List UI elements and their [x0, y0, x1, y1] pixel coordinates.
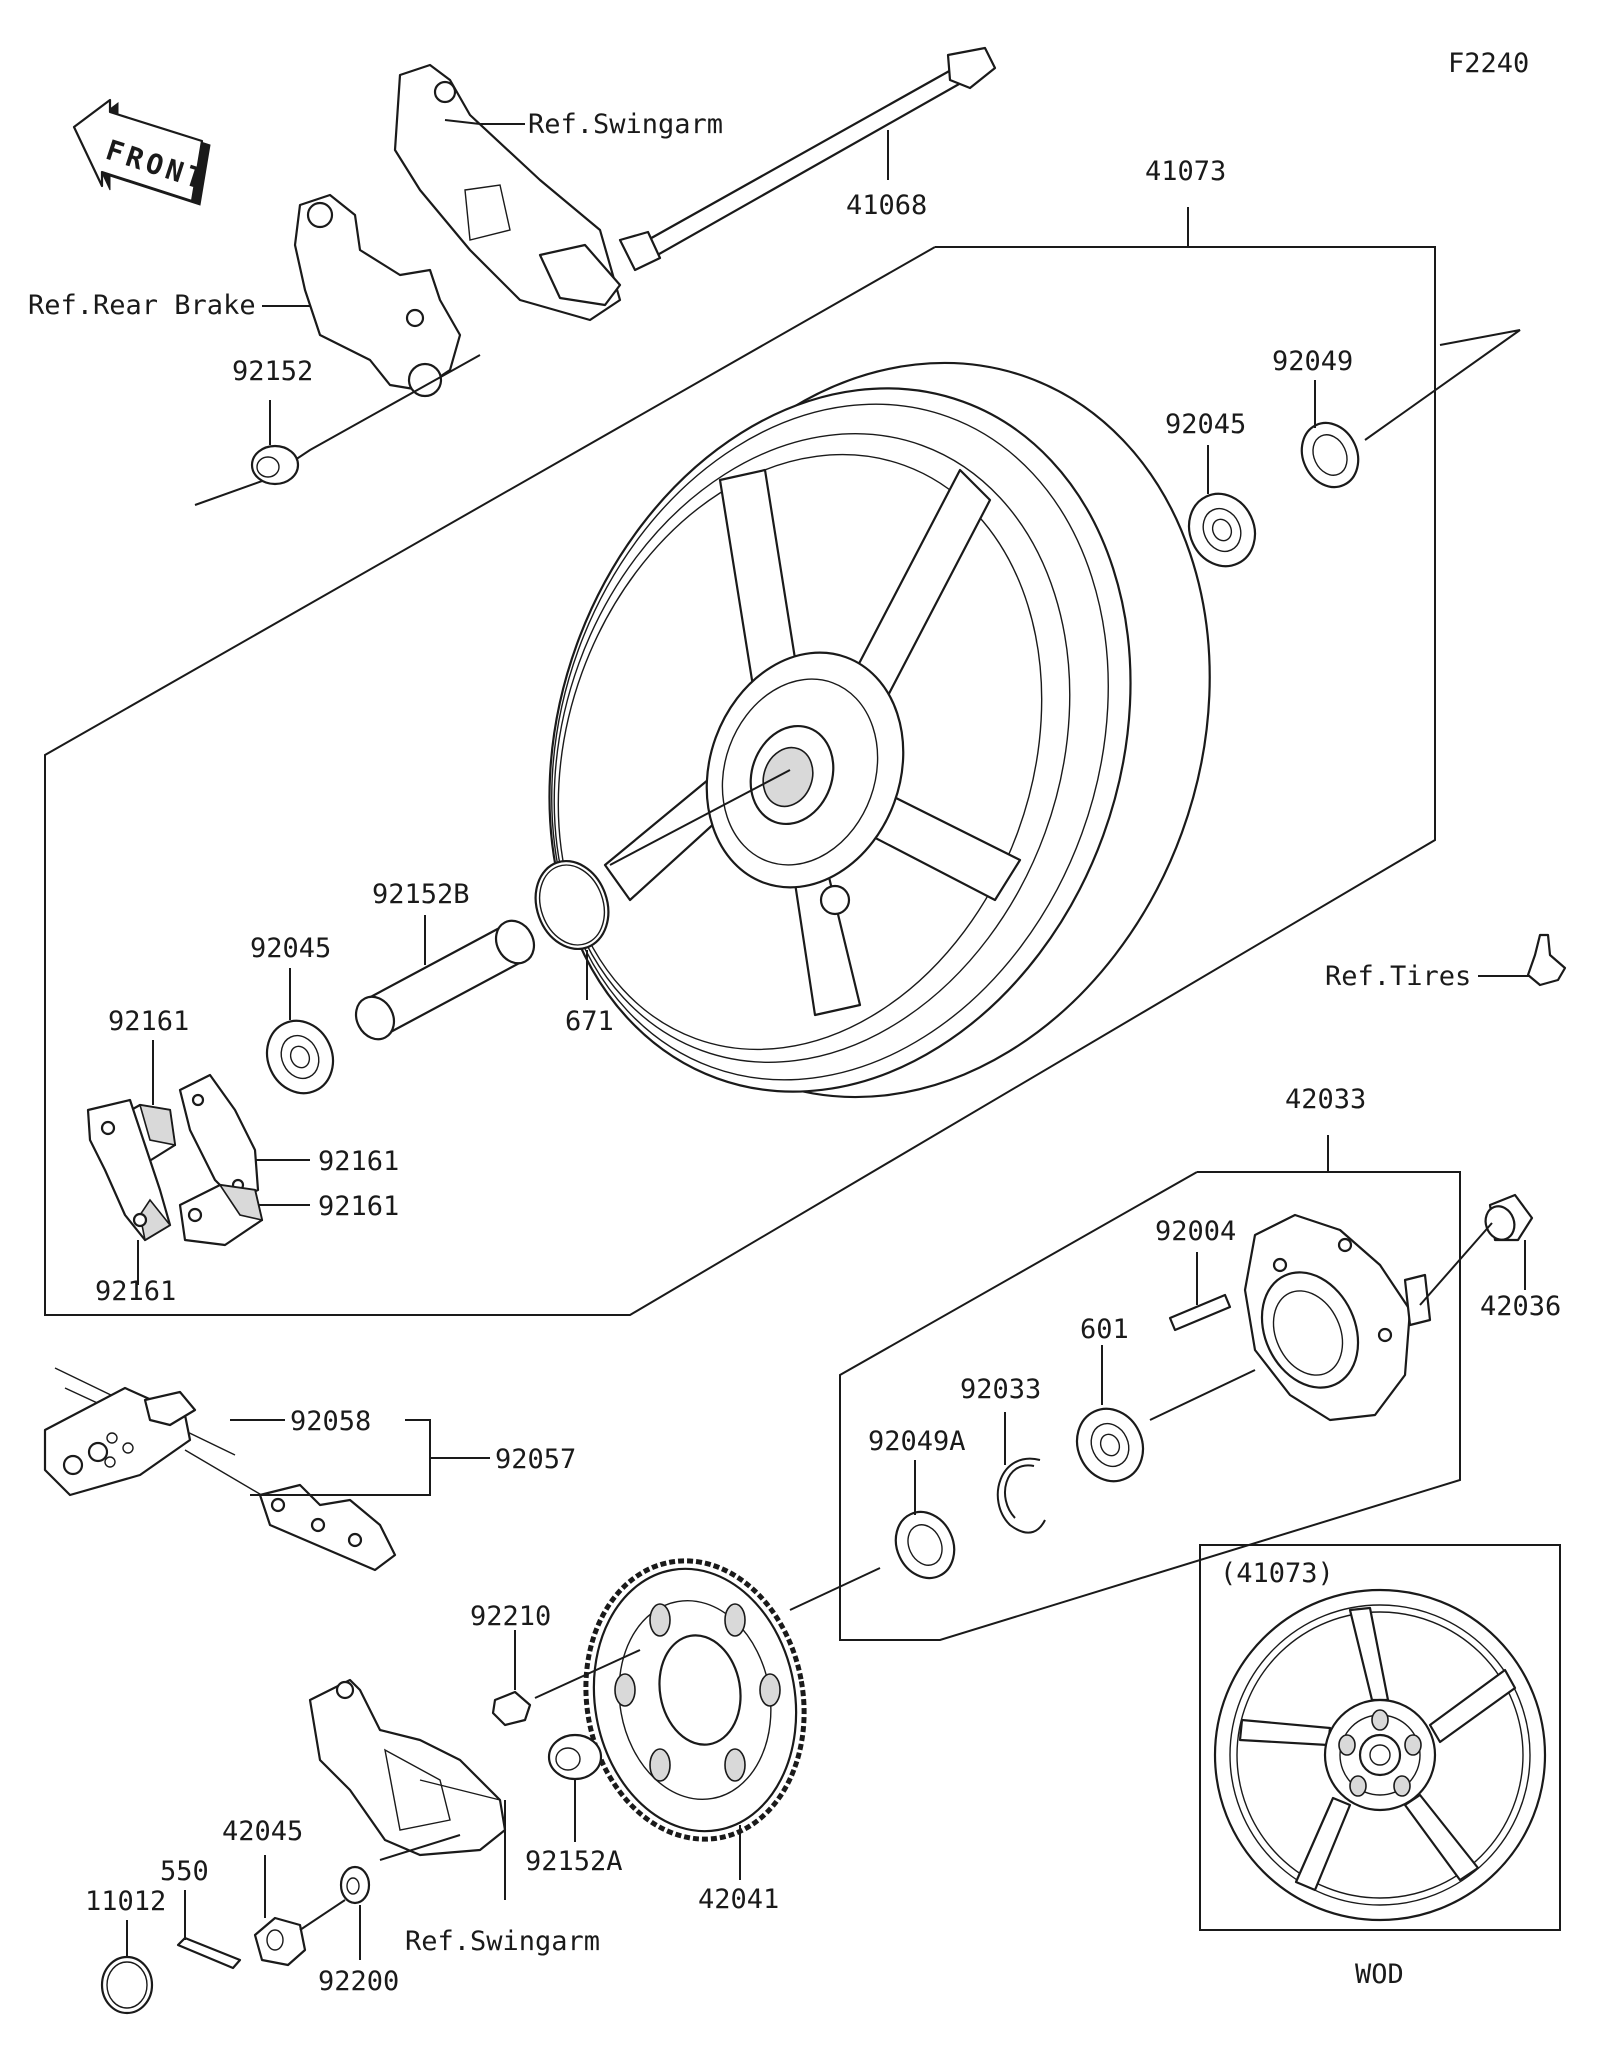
label-92049: 92049 [1272, 346, 1353, 377]
diagram-code: F2240 [1448, 48, 1529, 79]
label-41073: 41073 [1145, 156, 1226, 187]
sprocket-42041 [583, 1558, 807, 1842]
label-92152: 92152 [232, 356, 313, 387]
sprocket-hub-group-frame [839, 1135, 1461, 1641]
swingarm-right-part [308, 1678, 507, 1857]
swingarm-left-part [393, 63, 622, 322]
cotter-pin-550 [176, 1936, 242, 1970]
collar-92152A [547, 1733, 603, 1781]
label-92152B: 92152B [372, 879, 470, 910]
brake-bracket-part [293, 193, 462, 398]
damper-rubber-92161-d [178, 1183, 264, 1247]
label-92049A: 92049A [868, 1426, 966, 1457]
o-ring-671 [534, 859, 610, 951]
sleeve-92152B [354, 919, 536, 1041]
label-41068: 41068 [846, 190, 927, 221]
label-42045: 42045 [222, 1816, 303, 1847]
collar-42036 [1484, 1193, 1534, 1242]
label-601: 601 [1080, 1314, 1129, 1345]
front-arrow-icon: FRONT [72, 98, 211, 206]
rear-wheel-41073 [548, 361, 1211, 1099]
label-42036: 42036 [1480, 1291, 1561, 1322]
label-ref-tires: Ref.Tires [1325, 961, 1471, 992]
bearing-92045-left [265, 1019, 335, 1095]
collar-92152 [250, 444, 300, 486]
label-92057: 92057 [495, 1444, 576, 1475]
label-ref-swingarm-top: Ref.Swingarm [528, 109, 723, 140]
coupling-42033 [1243, 1213, 1432, 1422]
inset-caption: WOD [1355, 1959, 1404, 1990]
label-92161-b: 92161 [318, 1146, 399, 1177]
label-92058: 92058 [290, 1406, 371, 1437]
inset-box: (41073) WOD [1199, 1544, 1561, 1990]
washer-92200 [339, 1865, 371, 1905]
damper-rubber-92161-b [178, 1073, 260, 1202]
label-92161-a: 92161 [108, 1006, 189, 1037]
oil-seal-92049A [894, 1510, 956, 1580]
castle-nut-42045 [253, 1916, 307, 1967]
oil-seal-92049 [1300, 421, 1360, 489]
label-ref-rear-brake: Ref.Rear Brake [28, 290, 256, 321]
label-ref-swingarm-bottom: Ref.Swingarm [405, 1926, 600, 1957]
axle-41068 [618, 46, 997, 272]
inset-wheel-wod [1213, 1588, 1547, 1922]
label-42041: 42041 [698, 1884, 779, 1915]
circlip-92033 [996, 1457, 1046, 1534]
label-671: 671 [565, 1006, 614, 1037]
label-92161-d: 92161 [95, 1276, 176, 1307]
label-92152A: 92152A [525, 1846, 623, 1877]
label-92161-c: 92161 [318, 1191, 399, 1222]
bearing-601 [1075, 1407, 1145, 1483]
label-550: 550 [160, 1856, 209, 1887]
stud-92004 [1168, 1293, 1232, 1332]
label-92033: 92033 [960, 1374, 1041, 1405]
label-42033: 42033 [1285, 1084, 1366, 1115]
inset-title: (41073) [1220, 1558, 1334, 1589]
label-92045-left: 92045 [250, 933, 331, 964]
label-92045-right: 92045 [1165, 409, 1246, 440]
cap-11012 [100, 1955, 154, 2015]
wheel-group-frame [44, 207, 1436, 1316]
chain-joint-92058 [43, 1367, 236, 1497]
label-92004: 92004 [1155, 1216, 1236, 1247]
label-92200: 92200 [318, 1966, 399, 1997]
nut-92210 [491, 1690, 532, 1727]
damper-rubber-92161-c [86, 1098, 172, 1242]
label-92210: 92210 [470, 1601, 551, 1632]
bearing-92045-right [1187, 492, 1257, 568]
label-11012: 11012 [85, 1886, 166, 1917]
drive-chain-92057 [184, 1449, 397, 1572]
tire-valve-part [1526, 933, 1567, 987]
